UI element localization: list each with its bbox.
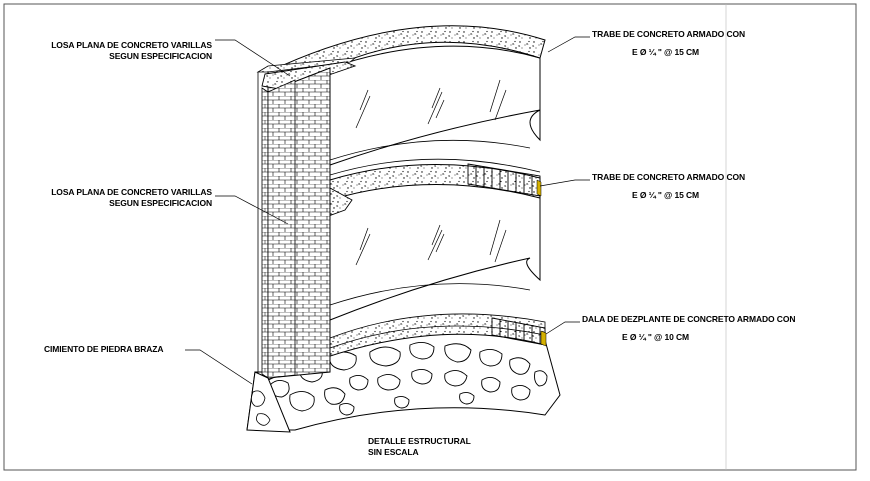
label-cimiento-text: CIMIENTO DE PIEDRA BRAZA — [44, 344, 164, 354]
middle-stirrup-highlight — [536, 179, 542, 197]
dala-stirrup-highlight — [540, 330, 547, 347]
label-trabe-top-line1: TRABE DE CONCRETO ARMADO CON — [592, 29, 746, 39]
top-beam — [267, 25, 546, 96]
label-trabe-top-spec: E Ø ¼ " @ 15 CM — [632, 47, 699, 58]
top-slab — [256, 57, 357, 73]
brick-column-front — [261, 87, 269, 379]
label-dala: DALA DE DEZPLANTE DE CONCRETO ARMADO CON — [582, 314, 795, 325]
middle-stirrups — [467, 163, 541, 197]
label-losa-top: LOSA PLANA DE CONCRETO VARILLAS SEGUN ES… — [10, 40, 212, 62]
label-trabe-mid-line1: TRABE DE CONCRETO ARMADO CON — [592, 172, 746, 182]
drawing-frame — [3, 3, 857, 471]
drawing-title-line1: DETALLE ESTRUCTURAL — [368, 436, 471, 446]
upper-wall-panel — [329, 45, 541, 166]
drawing-title-line2: SIN ESCALA — [368, 447, 419, 457]
label-trabe-mid-spec: E Ø ¼ " @ 15 CM — [632, 190, 699, 201]
lower-panel-base-curve — [329, 283, 531, 306]
label-losa-mid-line2: SEGUN ESPECIFICACION — [109, 198, 212, 208]
label-losa-top-line1: LOSA PLANA DE CONCRETO VARILLAS — [51, 40, 212, 50]
drawing-title: DETALLE ESTRUCTURAL SIN ESCALA — [368, 436, 471, 458]
label-trabe-top: TRABE DE CONCRETO ARMADO CON — [592, 29, 745, 40]
label-dala-line2: E Ø ¼ " @ 10 CM — [622, 332, 690, 342]
glass-reflection-strokes — [355, 79, 507, 266]
brick-column-face — [267, 79, 296, 379]
label-losa-mid-line1: LOSA PLANA DE CONCRETO VARILLAS — [51, 187, 212, 197]
label-trabe-mid-line2: E Ø ¼ " @ 15 CM — [632, 190, 700, 200]
label-losa-top-line2: SEGUN ESPECIFICACION — [109, 51, 212, 61]
label-dala-spec: E Ø ¼ " @ 10 CM — [622, 332, 689, 343]
upper-panel-base-curve — [329, 139, 531, 161]
label-dala-line1: DALA DE DEZPLANTE DE CONCRETO ARMADO CON — [582, 314, 796, 324]
label-trabe-top-line2: E Ø ¼ " @ 15 CM — [632, 47, 700, 57]
label-trabe-mid: TRABE DE CONCRETO ARMADO CON — [592, 172, 745, 183]
lower-wall-panel — [329, 179, 541, 321]
label-cimiento: CIMIENTO DE PIEDRA BRAZA — [44, 344, 164, 355]
leader-lines — [185, 36, 590, 385]
middle-beam-top-line — [329, 158, 541, 176]
label-losa-mid: LOSA PLANA DE CONCRETO VARILLAS SEGUN ES… — [10, 187, 212, 209]
